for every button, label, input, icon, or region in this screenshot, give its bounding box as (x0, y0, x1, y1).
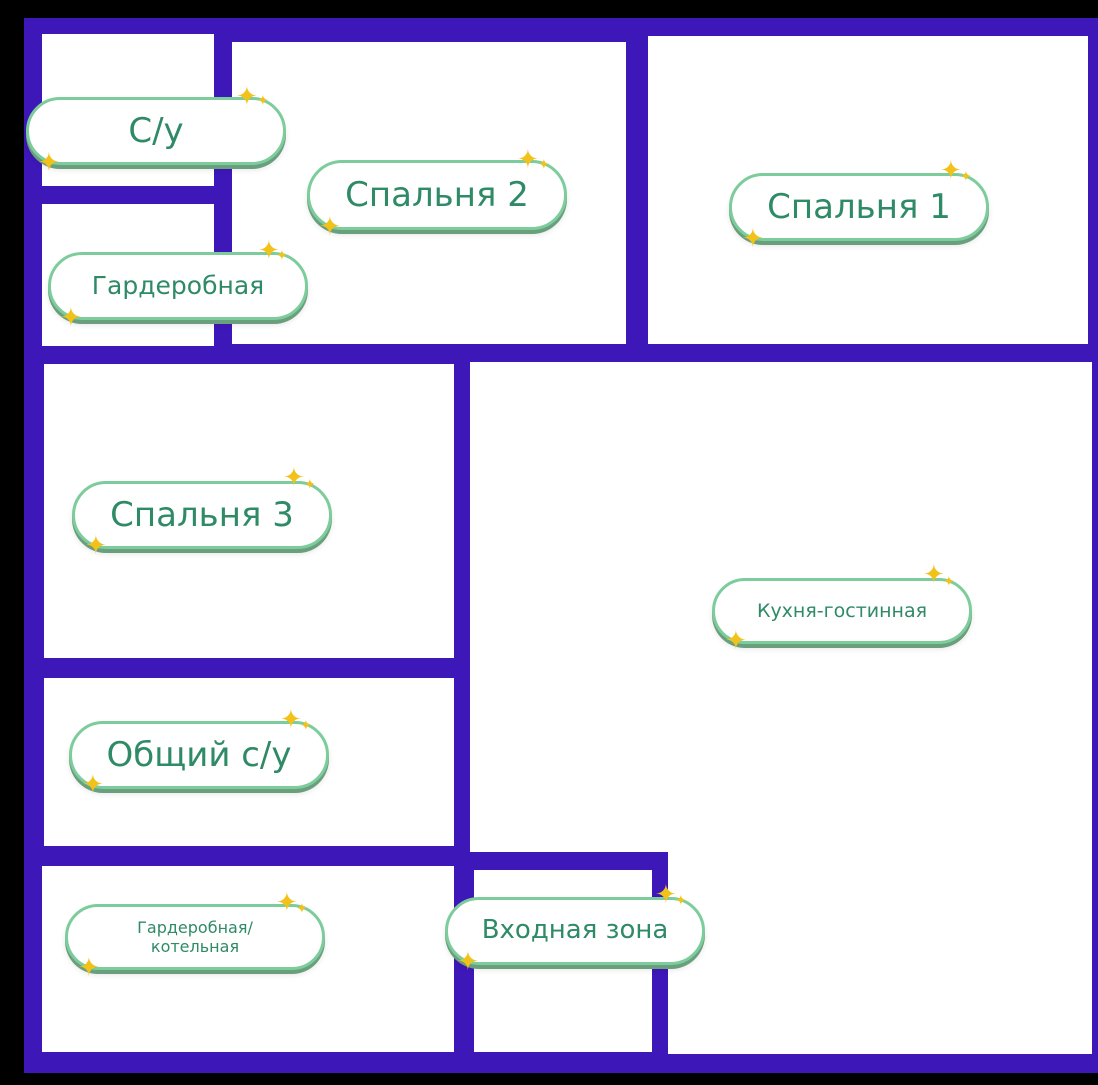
sparkle-icon: ✦ (923, 560, 945, 590)
sparkle-icon: ✦ (304, 477, 316, 493)
room-label-text: Кухня-гостинная (756, 599, 928, 622)
sparkle-icon: ✦ (283, 463, 305, 493)
room-label: Спальня 1 (729, 173, 989, 241)
room-label-text: Спальня 2 (345, 174, 529, 215)
sparkle-icon: ✦ (742, 224, 764, 254)
sparkle-icon: ✦ (85, 531, 107, 561)
room-label-text: С/у (128, 110, 184, 151)
sparkle-icon: ✦ (319, 212, 341, 242)
sparkle-icon: ✦ (276, 888, 298, 918)
sparkle-icon: ✦ (940, 156, 962, 186)
sparkle-icon: ✦ (236, 82, 258, 112)
room-label: Спальня 2 (307, 160, 567, 230)
sparkle-icon: ✦ (517, 145, 539, 175)
sparkle-icon: ✦ (60, 303, 82, 333)
sparkle-icon: ✦ (538, 157, 550, 173)
sparkle-icon: ✦ (655, 880, 677, 910)
sparkle-icon: ✦ (78, 953, 100, 983)
sparkle-icon: ✦ (675, 893, 687, 909)
sparkle-icon: ✦ (725, 626, 747, 656)
sparkle-icon: ✦ (960, 169, 972, 185)
sparkle-icon: ✦ (82, 770, 104, 800)
room-label-text: Гардеробная (91, 271, 265, 300)
room-label: С/у (26, 97, 286, 165)
sparkle-icon: ✦ (943, 574, 955, 590)
sparkle-icon: ✦ (258, 236, 280, 266)
room-label: Входная зона (445, 897, 705, 965)
room-label-text: Входная зона (481, 915, 669, 946)
room-label-text: Общий с/у (106, 734, 292, 775)
sparkle-icon: ✦ (280, 705, 302, 735)
room-label: Гардеробная/ котельная (65, 904, 325, 970)
room-label: Кухня-гостинная (712, 578, 972, 644)
sparkle-icon: ✦ (300, 718, 312, 734)
room-label: Гардеробная (48, 252, 308, 320)
sparkle-icon: ✦ (457, 947, 479, 977)
room-label-text: Гардеробная/ котельная (137, 917, 253, 956)
sparkle-icon: ✦ (257, 93, 269, 109)
room-label: Спальня 3 (72, 481, 332, 549)
room-label-text: Спальня 3 (110, 494, 294, 535)
room-label-text: Спальня 1 (767, 186, 951, 227)
sparkle-icon: ✦ (296, 901, 308, 917)
room-kitchen-living-lower (668, 852, 1092, 1054)
room-label: Общий с/у (69, 721, 329, 789)
sparkle-icon: ✦ (38, 148, 60, 178)
sparkle-icon: ✦ (276, 248, 288, 264)
